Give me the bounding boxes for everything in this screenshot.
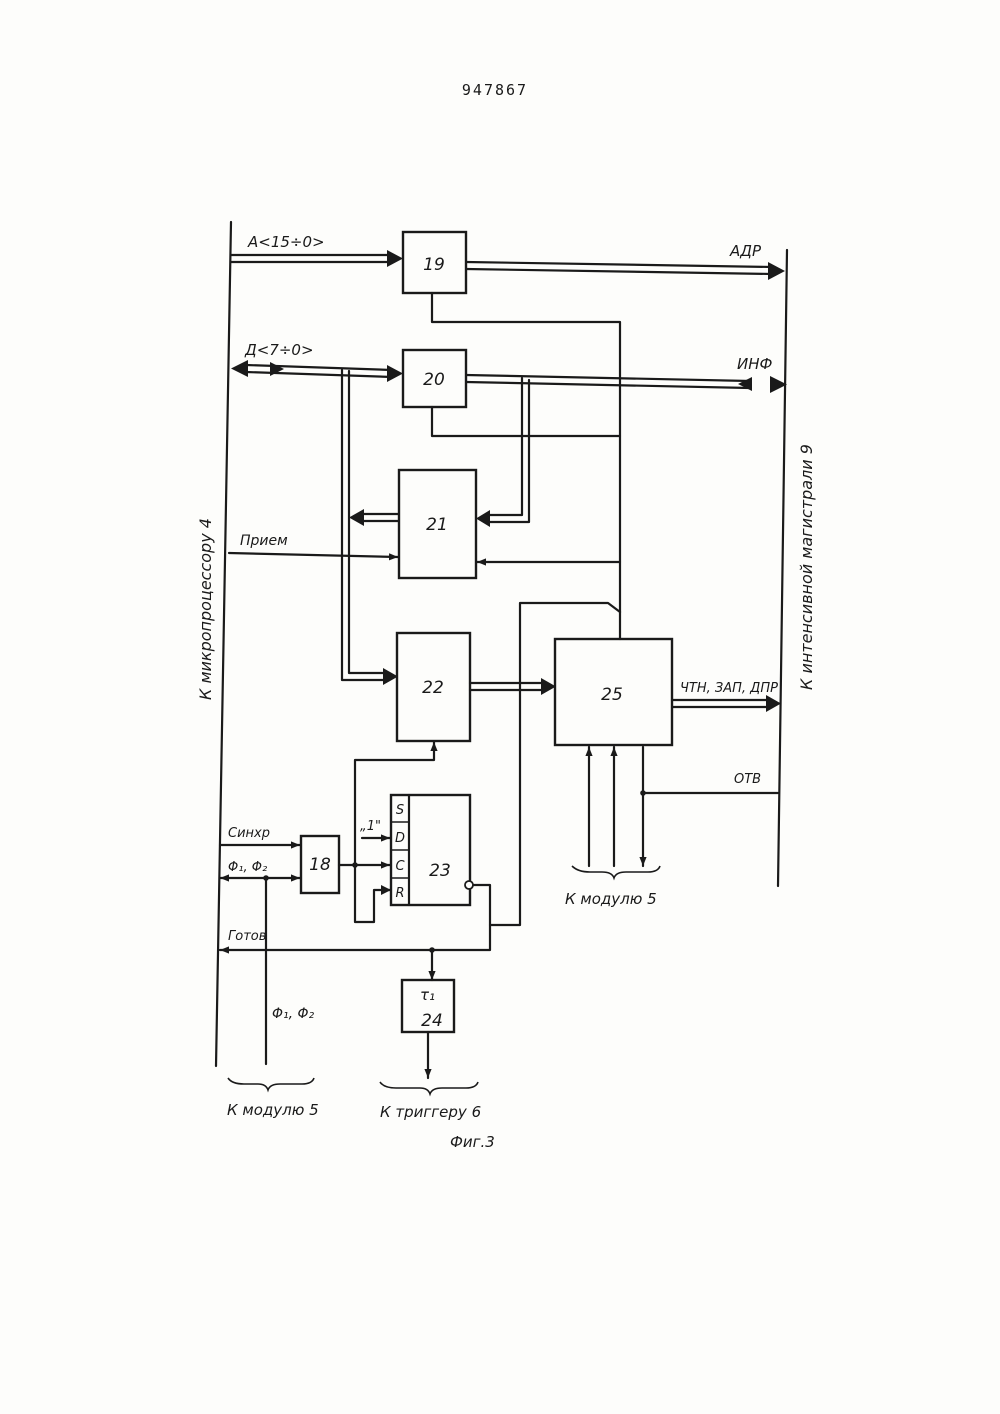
data-bus-in (231, 360, 403, 382)
block-23-label: 23 (429, 861, 451, 881)
block-25-label: 25 (601, 685, 623, 705)
sync-label: Синхр (228, 826, 270, 841)
ready-label: Готов (228, 929, 266, 944)
block22-to-block25-bus (470, 678, 556, 695)
patent-number: 947867 (462, 81, 528, 99)
trigger-c-input: C (395, 859, 405, 874)
trigger-r-input: R (395, 886, 404, 901)
figure-caption: Фиг.3 (450, 1133, 495, 1151)
data-bus-out (466, 375, 787, 393)
block-18-label: 18 (309, 855, 331, 875)
block-22-label: 22 (422, 678, 444, 698)
control-out-bus (672, 695, 781, 712)
info-out-label: ИНФ (737, 355, 773, 373)
info-to-block21-bus (476, 378, 529, 527)
receive-label: Прием (240, 533, 288, 549)
to-module5-bottom-label: К модулю 5 (227, 1101, 319, 1119)
phases-in-label: Φ₁, Φ₂ (228, 860, 267, 875)
address-bus-out (466, 262, 785, 280)
address-bus-in (231, 250, 403, 267)
block19-control-line (432, 293, 620, 639)
block21-to-data-bus (349, 509, 398, 526)
block-20-label: 20 (423, 370, 445, 390)
address-bus-label: А<15÷0> (247, 233, 325, 251)
module5-bottom-brace (228, 1078, 314, 1090)
trigger-s-input: S (396, 803, 404, 818)
microprocessor-label: К микропроцессору 4 (196, 518, 215, 700)
phases-out-label: Φ₁, Φ₂ (272, 1006, 315, 1022)
block-21-label: 21 (426, 515, 448, 535)
control-out-label: ЧТН, ЗАП, ДПР (680, 681, 778, 696)
address-out-label: АДР (729, 242, 762, 260)
const-one-label: „1" (360, 819, 381, 834)
module5-right-brace (572, 866, 660, 878)
trigger-d-input: D (395, 831, 405, 846)
delay-symbol: τ₁ (420, 986, 435, 1004)
receive-line (229, 553, 398, 557)
block-19-label: 19 (423, 255, 445, 275)
data-bus-label: Д<7÷0> (244, 341, 314, 359)
to-trigger6-label: К триггеру 6 (380, 1103, 481, 1121)
data-to-block22-bus (342, 370, 398, 685)
block20-control-line (432, 407, 620, 436)
trigger6-brace (380, 1082, 478, 1094)
reset-loop-line (355, 865, 390, 922)
block-24-label: 24 (421, 1011, 443, 1031)
reply-label: ОТВ (734, 772, 761, 787)
to-module5-right-label: К модулю 5 (565, 890, 657, 908)
bus-label: К интенсивной магистрали 9 (797, 444, 816, 690)
bus-boundary-line (778, 250, 787, 886)
